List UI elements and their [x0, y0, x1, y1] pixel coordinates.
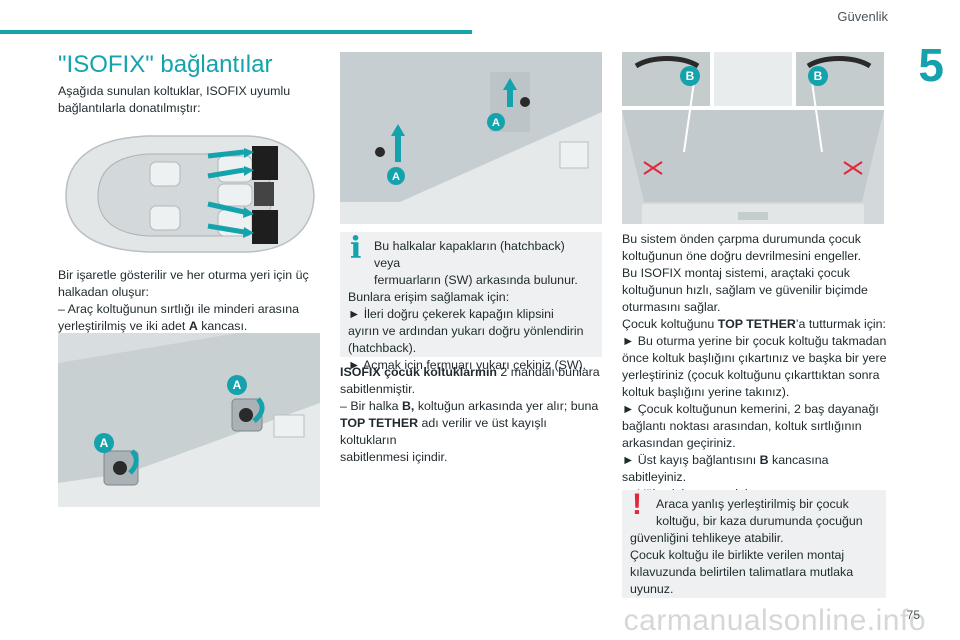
para-line-4c: kancası. — [197, 319, 248, 333]
info-line-7: ► Açmak için fermuarı yukarı çekiniz (SW… — [348, 358, 587, 372]
left-column: "ISOFIX" bağlantılar Aşağıda sunulan kol… — [58, 51, 323, 117]
seat-anchors-figure: A A — [58, 333, 320, 507]
para-line-4a: yerleştirilmiş ve iki adet — [58, 319, 189, 333]
info-box: i Bu halkalar kapakların (hatchback) vey… — [340, 231, 602, 372]
warn-line-3: güvenliğini tehlikeye atabilir. — [630, 531, 784, 545]
mid-3b: B, — [401, 399, 415, 413]
info-line-3: Bunlara erişim sağlamak için: — [348, 290, 510, 304]
warn-line-4: Çocuk koltuğu ile birlikte verilen monta… — [630, 548, 845, 562]
para-line-1: Bir işaretle gösterilir ve her oturma ye… — [58, 268, 309, 282]
right-line-3: Bu ISOFIX montaj sistemi, araçtaki çocuk — [622, 266, 850, 280]
right-line-8: yerleştiriniz (çocuk koltuğunu çıkarttık… — [622, 368, 880, 382]
mid-4b: adı verilir ve üst kayışlı koltukların — [340, 416, 547, 447]
label-b-1: B — [686, 69, 695, 83]
warn-line-6: uyunuz. — [630, 582, 674, 596]
mid-bold-1: ISOFIX çocuk koltuklarının — [340, 365, 497, 379]
header-rule — [0, 30, 472, 34]
chapter-number: 5 — [918, 39, 944, 91]
hook-a-ref: A — [188, 319, 198, 333]
intro-line-2: bağlantılarla donatılmıştır: — [58, 101, 201, 115]
left-text: Bir işaretle gösterilir ve her oturma ye… — [58, 267, 323, 335]
info-line-5: ayırın ve ardından yukarı doğru yönlendi… — [348, 324, 584, 338]
label-b-2: B — [814, 69, 823, 83]
car-top-view-figure — [58, 126, 320, 261]
right-line-10: ► Çocuk koltuğunun kemerini, 2 baş dayan… — [622, 402, 879, 416]
right-line-1: Bu sistem önden çarpma durumunda çocuk — [622, 232, 861, 246]
right-line-4: koltuğunun hızlı, sağlam ve güvenilir bi… — [622, 283, 868, 297]
para-line-4: yerleştirilmiş ve iki adet A kancası. — [58, 318, 323, 335]
hook-a: ► Üst kayış bağlantısını — [622, 453, 760, 467]
mid-line-2: sabitlenmiştir. — [340, 382, 416, 396]
tt-b: TOP TETHER — [717, 317, 796, 331]
mid-rest-1: 2 mandalı bunlara — [496, 365, 600, 379]
para-line-2: halkadan oluşur: — [58, 285, 149, 299]
hook-b: B — [759, 453, 769, 467]
mid-line-3: – Bir halka B, koltuğun arkasında yer al… — [340, 398, 605, 415]
hatch-anchors-figure: A A — [340, 52, 602, 224]
info-line-1: Bu halkalar kapakların (hatchback) veya — [374, 239, 565, 270]
warn-line-2: koltuğu, bir kaza durumunda çocuğun — [656, 514, 863, 528]
right-line-7: önce koltuk başlığını çıkartınız ve başk… — [622, 351, 887, 365]
info-icon: i — [350, 231, 362, 266]
right-line-6: ► Bu oturma yerine bir çocuk koltuğu tak… — [622, 334, 887, 348]
top-tether-figure: B B — [622, 52, 884, 224]
right-line-tt: Çocuk koltuğunu TOP TETHER’a tutturmak i… — [622, 316, 890, 333]
right-line-2: koltuğunun öne doğru devrilmesini engell… — [622, 249, 862, 263]
page-number: 75 — [906, 608, 920, 622]
page-title: "ISOFIX" bağlantılar — [58, 51, 273, 78]
watermark: carmanualsonline.info — [623, 604, 926, 637]
label-a-1: A — [100, 436, 109, 450]
right-line-hook: ► Üst kayış bağlantısını B kancasına — [622, 452, 890, 469]
right-line-5: oturmasını sağlar. — [622, 300, 721, 314]
warn-line-1: Araca yanlış yerleştirilmiş bir çocuk — [656, 497, 849, 511]
label-a-2: A — [233, 378, 242, 392]
label-a-3: A — [392, 171, 400, 183]
tt-a: Çocuk koltuğunu — [622, 317, 718, 331]
mid-line-1: ISOFIX çocuk koltuklarının 2 mandalı bun… — [340, 364, 605, 381]
right-line-hook-2: sabitleyiniz. — [622, 470, 687, 484]
mid-3a: – Bir halka — [340, 399, 402, 413]
hook-c: kancasına — [768, 453, 829, 467]
label-a-4: A — [492, 117, 500, 129]
mid-4a: TOP TETHER — [340, 416, 419, 430]
right-text: Bu sistem önden çarpma durumunda çocuk k… — [622, 231, 890, 503]
intro-line-1: Aşağıda sunulan koltuklar, ISOFIX uyumlu — [58, 84, 291, 98]
mid-3c: koltuğun arkasında yer alır; buna — [414, 399, 599, 413]
para-line-3: – Araç koltuğunun sırtlığı ile minderi a… — [58, 302, 300, 316]
warning-box: ! Araca yanlış yerleştirilmiş bir çocuk … — [622, 490, 886, 598]
mid-line-5: sabitlenmesi içindir. — [340, 450, 448, 464]
info-line-2: fermuarların (SW) arkasında bulunur. — [374, 273, 578, 287]
right-line-12: arkasından geçiriniz. — [622, 436, 736, 450]
right-line-11: bağlantı noktası arasından, koltuk sırtl… — [622, 419, 862, 433]
tt-c: ’a tutturmak için: — [795, 317, 886, 331]
warn-line-5: kılavuzunda belirtilen talimatlara mutla… — [630, 565, 854, 579]
right-line-9: koltuk başlığını yerine takınız). — [622, 385, 790, 399]
info-line-6: (hatchback). — [348, 341, 417, 355]
exclamation-icon: ! — [632, 488, 642, 521]
middle-text: ISOFIX çocuk koltuklarının 2 mandalı bun… — [340, 364, 605, 466]
mid-line-4: TOP TETHER adı verilir ve üst kayışlı ko… — [340, 415, 605, 449]
section-title: Güvenlik — [837, 9, 888, 24]
info-line-4: ► İleri doğru çekerek kapağın klipsini — [348, 307, 554, 321]
